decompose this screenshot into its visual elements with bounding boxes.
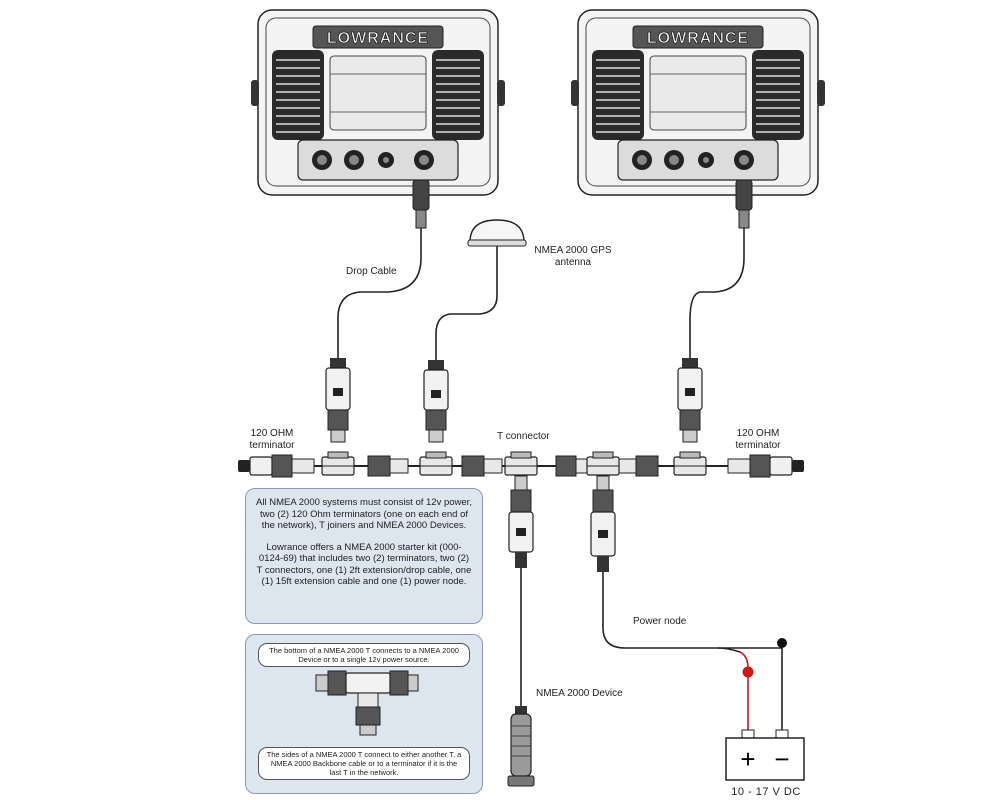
negative-junction	[777, 638, 787, 648]
battery-minus-sign: −	[774, 744, 789, 774]
drop-connector-right	[677, 358, 703, 443]
power-wiring	[718, 638, 787, 736]
gps-antenna-label-line2: antenna	[554, 257, 592, 268]
brand-logo-right: LOWRANCE	[647, 30, 749, 47]
t-sides-note: The sides of a NMEA 2000 T connect to ei…	[258, 747, 470, 780]
backbone	[238, 451, 804, 478]
t-connector-5	[673, 451, 707, 476]
left-terminator-label-line1: 120 OHM	[250, 428, 294, 439]
terminator-left	[238, 454, 315, 478]
left-terminator-label-line2: terminator	[249, 440, 295, 451]
nmea-device-label: NMEA 2000 Device	[536, 688, 623, 699]
t-connector-illustration	[315, 670, 419, 736]
t-connector-explanation-box: The bottom of a NMEA 2000 T connects to …	[245, 634, 483, 794]
power-node-label: Power node	[633, 616, 687, 627]
drop-cable-label: Drop Cable	[346, 266, 397, 277]
device-drop-connector	[508, 475, 534, 568]
drop-connector-gps	[423, 360, 449, 443]
info-paragraph-starter-kit: Lowrance offers a NMEA 2000 starter kit …	[256, 541, 472, 588]
right-terminator-label: 120 OHM terminator	[718, 428, 798, 452]
requirements-info-box: All NMEA 2000 systems must consist of 12…	[245, 488, 483, 624]
drop-connector-left	[325, 358, 351, 443]
terminator-right	[727, 454, 804, 478]
t-bottom-note: The bottom of a NMEA 2000 T connects to …	[258, 643, 470, 667]
gps-antenna	[467, 219, 527, 247]
battery-plus-sign: +	[740, 744, 755, 774]
power-drop-connector	[590, 475, 616, 572]
brand-logo-left: LOWRANCE	[327, 30, 429, 47]
right-terminator-label-line1: 120 OHM	[736, 428, 780, 439]
gps-antenna-label: NMEA 2000 GPS antenna	[518, 245, 628, 269]
t-connector-4	[586, 451, 620, 476]
unit-left-plug	[412, 179, 430, 229]
left-terminator-label: 120 OHM terminator	[232, 428, 312, 452]
info-paragraph-requirements: All NMEA 2000 systems must consist of 12…	[256, 497, 472, 531]
display-unit-left: LOWRANCE	[250, 9, 506, 196]
cables	[337, 228, 745, 706]
battery: + −	[725, 729, 805, 781]
t-connector-label: T connector	[497, 431, 550, 442]
positive-fuse	[742, 666, 754, 678]
gps-antenna-label-line1: NMEA 2000 GPS	[534, 245, 612, 256]
unit-right-plug	[735, 179, 753, 229]
t-connector-3	[504, 451, 538, 476]
nmea-device	[507, 706, 535, 787]
voltage-label: 10 - 17 V DC	[731, 786, 801, 798]
t-connector-1	[321, 451, 355, 476]
display-unit-right: LOWRANCE	[570, 9, 826, 196]
t-connector-2	[419, 451, 453, 476]
right-terminator-label-line2: terminator	[735, 440, 781, 451]
